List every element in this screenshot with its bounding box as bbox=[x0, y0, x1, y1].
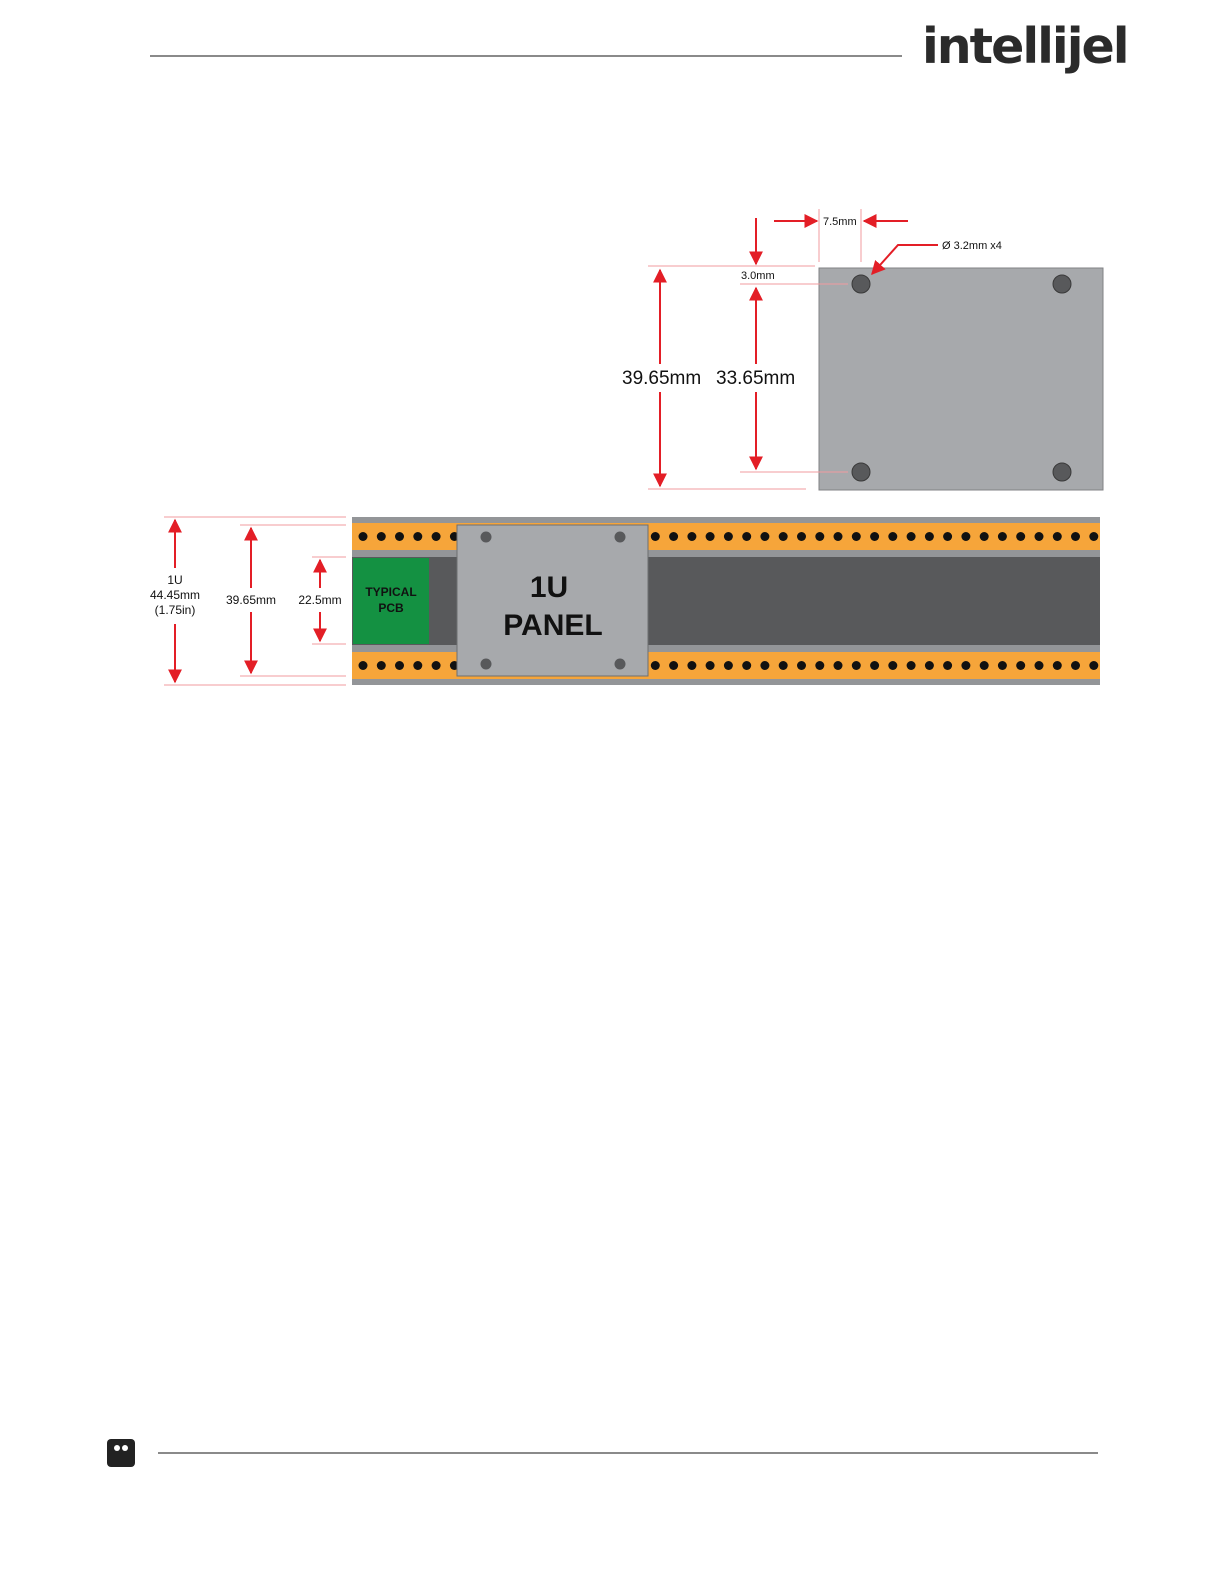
rail-hole bbox=[797, 532, 806, 541]
rail-hole bbox=[852, 532, 861, 541]
rail-hole bbox=[432, 661, 441, 670]
panel-spec-drawing: 7.5mm Ø 3.2mm x4 3.0mm 39.65mm 33.65mm bbox=[622, 209, 1103, 490]
unit-label: 1U bbox=[167, 573, 182, 587]
unit-in-label: (1.75in) bbox=[155, 603, 196, 617]
rail-hole bbox=[980, 532, 989, 541]
hole-spacing-label: 33.65mm bbox=[716, 368, 795, 389]
icon-eye bbox=[114, 1445, 120, 1451]
rail-hole bbox=[870, 532, 879, 541]
rail-hole bbox=[760, 532, 769, 541]
panel-screw bbox=[615, 532, 626, 543]
rail-hole bbox=[1071, 532, 1080, 541]
rail-hole bbox=[961, 532, 970, 541]
rail-hole bbox=[779, 661, 788, 670]
panel-height-label: 39.65mm bbox=[622, 368, 701, 389]
rail-hole bbox=[706, 661, 715, 670]
rail-hole bbox=[651, 532, 660, 541]
rail-hole bbox=[760, 661, 769, 670]
rail-hole bbox=[815, 661, 824, 670]
rail-hole bbox=[1071, 661, 1080, 670]
mounting-hole bbox=[852, 463, 870, 481]
rail-hole bbox=[925, 661, 934, 670]
mounting-hole bbox=[852, 275, 870, 293]
rail-hole bbox=[797, 661, 806, 670]
rail-hole bbox=[888, 532, 897, 541]
panel-label-line1: 1U bbox=[530, 571, 568, 604]
rail-hole bbox=[1035, 532, 1044, 541]
rail-hole bbox=[961, 661, 970, 670]
panel-screw bbox=[481, 532, 492, 543]
pcb-height-label: 22.5mm bbox=[298, 593, 341, 607]
rail-hole bbox=[669, 661, 678, 670]
rail-hole bbox=[651, 661, 660, 670]
mounting-hole bbox=[1053, 275, 1071, 293]
rail-hole bbox=[724, 661, 733, 670]
rail-hole bbox=[724, 532, 733, 541]
rail-hole bbox=[669, 532, 678, 541]
rail-edge bbox=[352, 679, 1100, 685]
icon-eye bbox=[122, 1445, 128, 1451]
rail-hole bbox=[907, 661, 916, 670]
rail-hole bbox=[359, 532, 368, 541]
rail-hole bbox=[395, 661, 404, 670]
hole-callout-label: Ø 3.2mm x4 bbox=[942, 240, 1002, 252]
rail-hole bbox=[943, 661, 952, 670]
rail-hole bbox=[1089, 532, 1098, 541]
rail-hole bbox=[706, 532, 715, 541]
rail-hole bbox=[432, 532, 441, 541]
rail-hole bbox=[852, 661, 861, 670]
rail-hole bbox=[834, 661, 843, 670]
rail-hole bbox=[907, 532, 916, 541]
top-offset-label: 3.0mm bbox=[741, 270, 775, 282]
panel-face bbox=[819, 268, 1103, 490]
rail-hole bbox=[359, 661, 368, 670]
rail-hole bbox=[1016, 661, 1025, 670]
pcb-label-line1: TYPICAL bbox=[365, 585, 416, 599]
panel-screw bbox=[481, 659, 492, 670]
rail-hole bbox=[888, 661, 897, 670]
rail-hole bbox=[413, 661, 422, 670]
rail-hole bbox=[943, 532, 952, 541]
rail-hole bbox=[742, 532, 751, 541]
rail-hole bbox=[395, 532, 404, 541]
rail-hole bbox=[815, 532, 824, 541]
rail-hole bbox=[870, 661, 879, 670]
rail-hole bbox=[1053, 532, 1062, 541]
rail-hole bbox=[687, 661, 696, 670]
rail-panel-height-label: 39.65mm bbox=[226, 593, 276, 607]
rail-hole bbox=[1089, 661, 1098, 670]
rail-hole bbox=[998, 661, 1007, 670]
rail-hole bbox=[980, 661, 989, 670]
rail-hole bbox=[742, 661, 751, 670]
footer-rule bbox=[158, 1452, 1098, 1454]
panel-label-line2: PANEL bbox=[503, 609, 602, 642]
unit-mm-label: 44.45mm bbox=[150, 588, 200, 602]
rail-hole bbox=[377, 532, 386, 541]
rail-hole bbox=[834, 532, 843, 541]
rail-hole bbox=[413, 532, 422, 541]
rail-hole bbox=[1016, 532, 1025, 541]
panel-screw bbox=[615, 659, 626, 670]
rail-hole bbox=[1053, 661, 1062, 670]
rail-hole bbox=[687, 532, 696, 541]
mounting-hole bbox=[1053, 463, 1071, 481]
rail-hole bbox=[998, 532, 1007, 541]
pcb-label-line2: PCB bbox=[378, 601, 404, 615]
rail-hole bbox=[779, 532, 788, 541]
intellijel-face-icon bbox=[107, 1439, 135, 1467]
rail-hole bbox=[377, 661, 386, 670]
rail-diagram: TYPICAL PCB 1U PANEL 1U 44.45mm (1.75in)… bbox=[150, 517, 1100, 685]
hole-offset-label: 7.5mm bbox=[823, 216, 857, 228]
rail-hole bbox=[1035, 661, 1044, 670]
rail-edge bbox=[352, 517, 1100, 523]
rail-hole bbox=[925, 532, 934, 541]
